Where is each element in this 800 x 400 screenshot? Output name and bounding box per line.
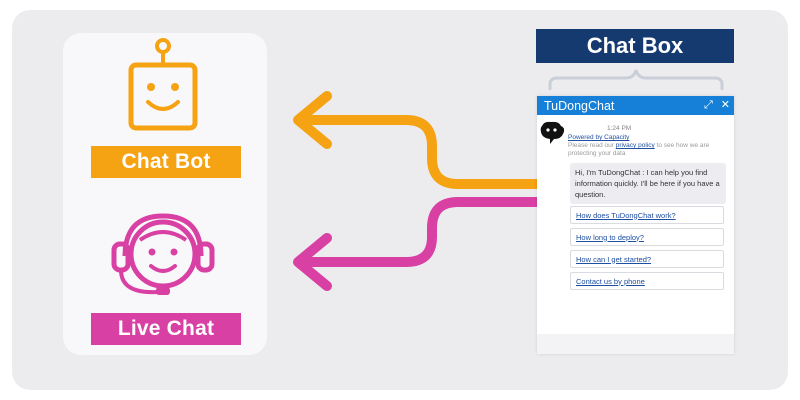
privacy-prefix: Please read our [568,142,616,149]
headset-agent-icon [111,213,215,295]
bot-avatar-icon [540,121,565,144]
greeting-message: Hi, I'm TuDongChat : I can help you find… [570,163,726,204]
robot-face-icon [128,38,198,131]
channels-card [63,33,267,355]
message-timestamp: 1:24 PM [607,125,632,132]
close-icon[interactable]: ✕ [720,99,730,111]
brace-bracket [548,69,724,90]
option-how-it-works[interactable]: How does TuDongChat work? [570,206,724,224]
privacy-notice: Please read our privacy policy to see ho… [568,142,730,158]
chat-header: TuDongChat ⤢ ✕ [537,96,734,115]
option-get-started[interactable]: How can I get started? [570,250,724,268]
powered-by-link[interactable]: Powered by Capacity [568,134,630,141]
option-contact-phone[interactable]: Contact us by phone [570,272,724,290]
chat-box-title: Chat Box [536,29,734,63]
option-deploy-time[interactable]: How long to deploy? [570,228,724,246]
privacy-suffix: to see how we are protecting your data [568,142,710,157]
chat-bot-label: Chat Bot [91,146,241,178]
chat-widget: TuDongChat ⤢ ✕ 1:24 PM Powered by Capaci… [537,96,734,354]
chat-header-title: TuDongChat [544,98,615,113]
chat-footer [537,334,734,354]
expand-icon[interactable]: ⤢ [703,99,713,111]
live-chat-label: Live Chat [91,313,241,345]
privacy-policy-link[interactable]: privacy policy [615,142,655,149]
